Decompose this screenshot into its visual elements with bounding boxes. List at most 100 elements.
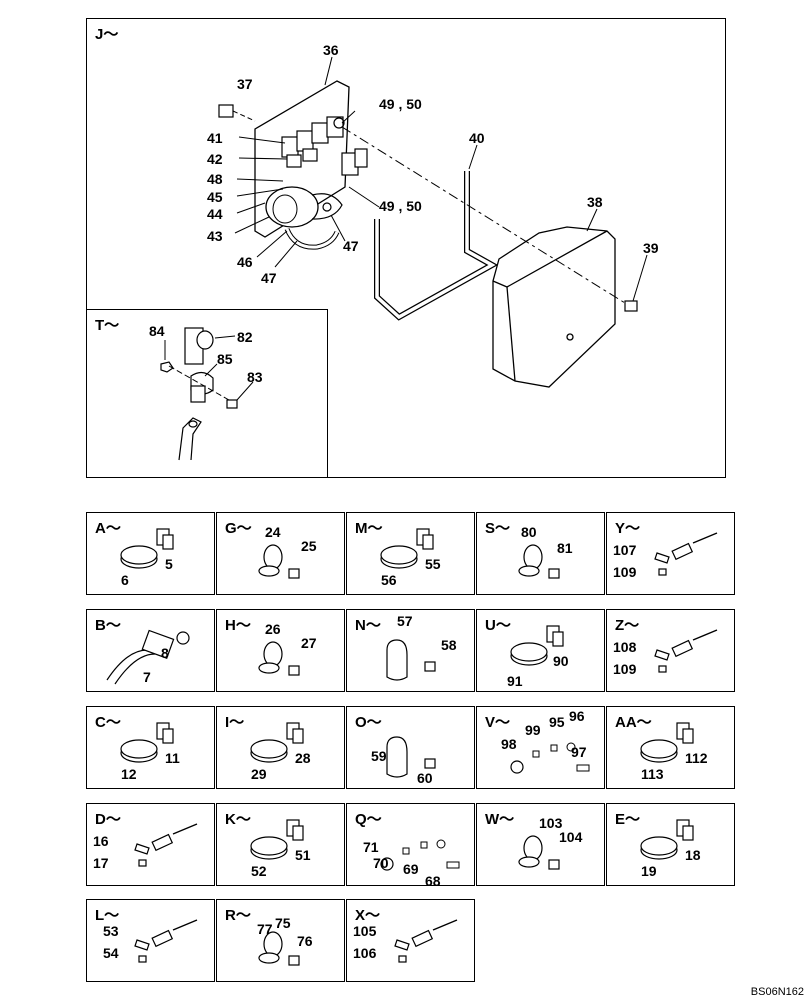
part-shapes (134, 823, 198, 867)
detail-cell-title: I～ (225, 714, 245, 731)
part-shapes (120, 722, 174, 763)
part-number-label: 54 (103, 945, 119, 961)
part-number-label: 71 (363, 839, 379, 855)
part-shapes (654, 532, 718, 576)
part-number-label: 58 (441, 637, 457, 653)
nut-84 (160, 361, 174, 373)
cover-38 (492, 226, 616, 388)
label-82: 82 (237, 329, 253, 345)
detail-part-drawing: 87 (106, 629, 190, 685)
part-number-label: 91 (507, 673, 523, 689)
label-37: 37 (237, 76, 253, 92)
detail-part-drawing: 57 58 (386, 613, 457, 681)
part-number-label: 16 (93, 833, 109, 849)
bracket-plate (254, 80, 350, 238)
panel-t: T～ 84 82 85 83 (86, 309, 328, 478)
part-number-label: 59 (371, 748, 387, 764)
part-number-label: 25 (301, 538, 317, 554)
part-shapes (518, 544, 560, 579)
label-49-50-top: 49 , 50 (379, 96, 422, 112)
detail-cell-title: V～ (485, 714, 511, 731)
detail-cell-title: AA～ (615, 714, 652, 731)
part-number-label: 107 (613, 542, 637, 558)
part-number-label: 18 (685, 847, 701, 863)
label-36: 36 (323, 42, 339, 58)
panel-j: J～ (86, 18, 726, 478)
part-shapes (640, 819, 694, 860)
detail-cell-title: G～ (225, 520, 252, 537)
part-number-label: 75 (275, 915, 291, 931)
part-number-label: 26 (265, 621, 281, 637)
label-83: 83 (247, 369, 263, 385)
panel-j-title: J～ (95, 26, 119, 43)
label-38: 38 (587, 194, 603, 210)
label-47-right: 47 (343, 238, 359, 254)
detail-cell-title: M～ (355, 520, 383, 537)
part-shapes (380, 528, 434, 569)
detail-cell-title: Q～ (355, 811, 382, 828)
rod-40 (374, 171, 499, 321)
part-number-label: 17 (93, 855, 109, 871)
cap-85 (190, 371, 214, 403)
label-45: 45 (207, 189, 223, 205)
part-number-label: 104 (559, 829, 583, 845)
detail-cell: G～ 24 25 (216, 512, 345, 595)
detail-cell-title: D～ (95, 811, 121, 828)
label-48: 48 (207, 171, 223, 187)
part-shapes (654, 629, 718, 673)
part-number-label: 70 (373, 855, 389, 871)
label-40: 40 (469, 130, 485, 146)
part-number-label: 57 (397, 613, 413, 629)
part-number-label: 99 (525, 722, 541, 738)
part-shapes (250, 819, 304, 860)
part-shapes (134, 919, 198, 963)
label-47-bottom: 47 (261, 270, 277, 286)
part-number-label: 52 (251, 863, 267, 879)
part-shapes (106, 629, 190, 685)
terminal-82 (184, 327, 214, 365)
part-number-label: 56 (381, 572, 397, 588)
part-number-label: 106 (353, 945, 377, 961)
part-number-label: 24 (265, 524, 281, 540)
cable-end (178, 417, 202, 461)
detail-cell-title: R～ (225, 907, 251, 924)
panel-t-title: T～ (95, 317, 120, 334)
detail-cell-title: H～ (225, 617, 251, 634)
label-49-50-bottom: 49 , 50 (379, 198, 422, 214)
label-41: 41 (207, 130, 223, 146)
part-shapes (386, 736, 436, 778)
label-39: 39 (643, 240, 659, 256)
part-shapes (250, 722, 304, 763)
part-number-label: 6 (121, 572, 129, 588)
part-number-label: 81 (557, 540, 573, 556)
panel-t-drawing: 84 82 85 83 (149, 323, 263, 461)
detail-part-drawing: 65 (120, 528, 174, 588)
detail-cell-title: E～ (615, 811, 641, 828)
label-44: 44 (207, 206, 223, 222)
detail-cell-title: C～ (95, 714, 121, 731)
label-43: 43 (207, 228, 223, 244)
part-number-label: 98 (501, 736, 517, 752)
part-number-label: 29 (251, 766, 267, 782)
part-shapes (380, 839, 460, 871)
detail-cell-title: Z～ (615, 617, 640, 634)
part-number-label: 28 (295, 750, 311, 766)
